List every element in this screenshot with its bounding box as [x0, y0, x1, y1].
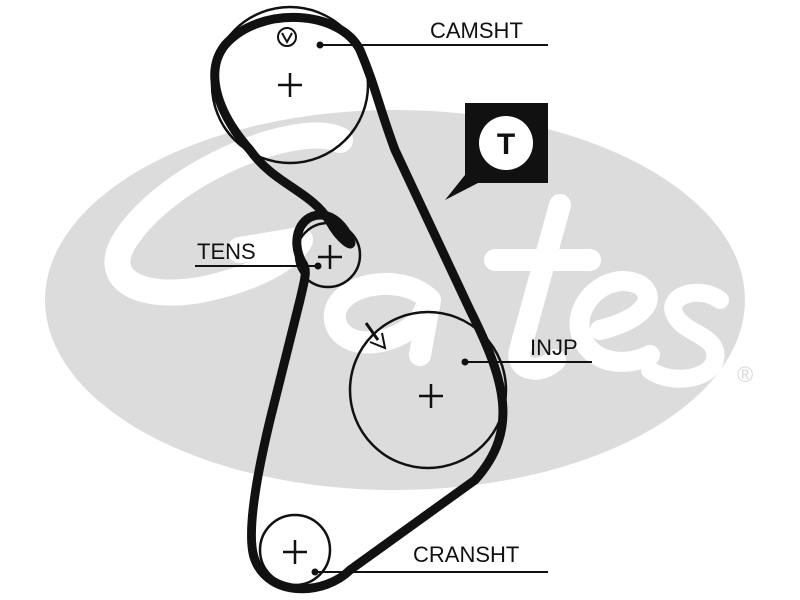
watermark-letter-a	[323, 272, 441, 366]
rotation-arrow-icon	[369, 332, 387, 350]
timing-mark-icon	[277, 27, 297, 47]
injection-pump-label: INJP	[530, 335, 578, 360]
tensioner-callout-badge: T	[445, 103, 548, 200]
crankshaft-label: CRANSHT	[413, 542, 519, 567]
injection-pump-center-cross	[419, 384, 443, 408]
watermark-letter-g	[104, 122, 353, 306]
injection-pump-pulley	[348, 310, 508, 470]
camshaft-center-cross	[278, 73, 302, 97]
watermark-letter-e	[569, 271, 660, 372]
camshaft-timing-mark	[277, 27, 297, 47]
gates-watermark: ®	[45, 110, 753, 490]
pulley-centers	[278, 73, 443, 564]
leader-dots	[311, 41, 469, 576]
watermark-letter-s	[641, 283, 729, 388]
injection-pump-timing-arrow	[364, 322, 387, 350]
tensioner-center-cross	[318, 245, 342, 269]
tensioner-label: TENS	[197, 239, 256, 264]
callout-circle	[479, 116, 533, 170]
crankshaft-center-cross	[283, 540, 307, 564]
timing-belt	[210, 13, 508, 594]
watermark-brand-letters	[104, 122, 729, 388]
timing-mark-chevron	[281, 32, 293, 45]
watermark-registered-mark: ®	[737, 362, 753, 387]
leader-lines	[195, 44, 592, 573]
camshaft-label: CAMSHT	[430, 18, 523, 43]
callout-letter: T	[497, 128, 515, 161]
watermark-letter-t	[484, 194, 601, 380]
pulleys	[210, 5, 508, 587]
